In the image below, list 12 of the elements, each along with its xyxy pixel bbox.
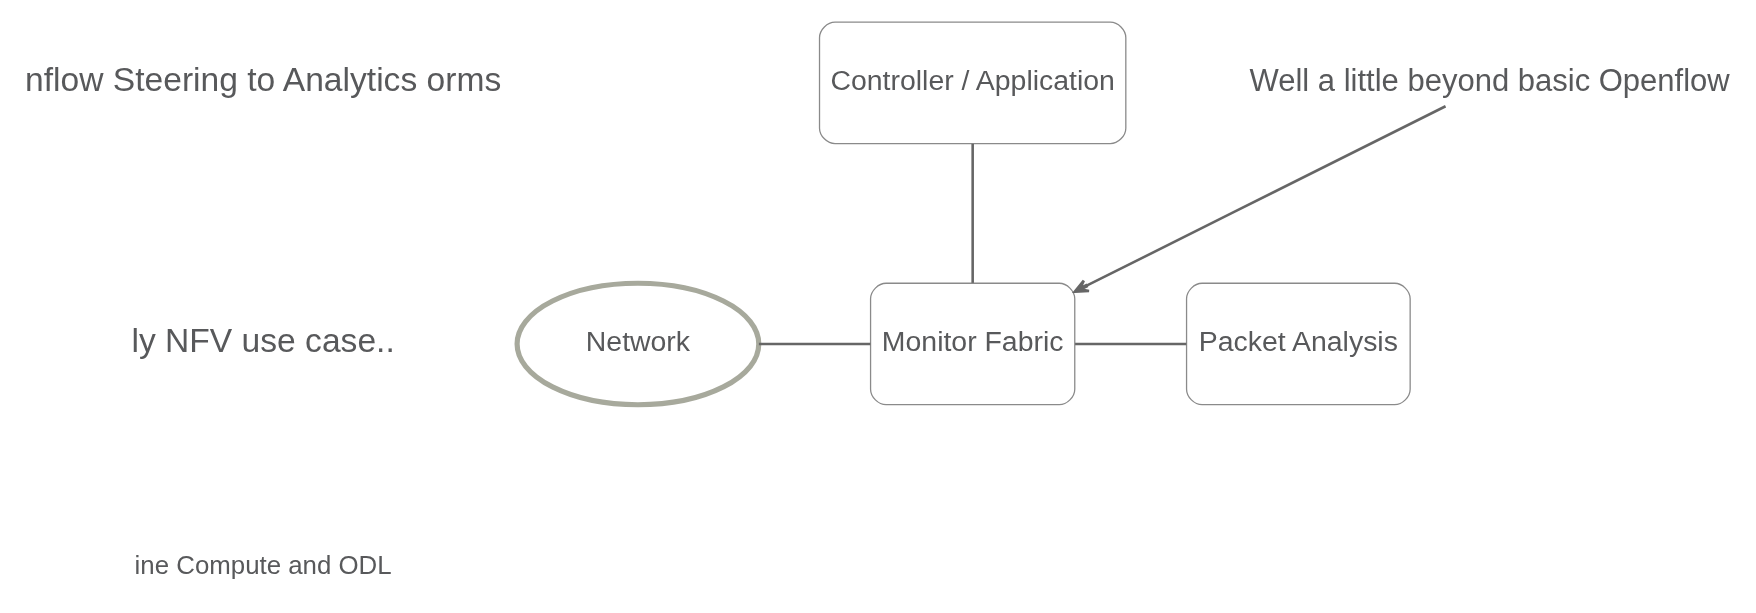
connector	[971, 143, 974, 283]
connector	[1075, 342, 1187, 346]
arrow	[1073, 105, 1447, 293]
node-text: Well a little beyond basic Openflow	[1249, 62, 1730, 98]
node-box: Monitor Fabric	[869, 282, 1076, 406]
node-ellipse: Network	[514, 280, 762, 408]
label: ly NFV use case..	[131, 322, 395, 360]
connector	[758, 342, 871, 346]
node-box: Controller / Application	[818, 21, 1127, 145]
node-box: Packet Analysis	[1185, 282, 1411, 406]
label: ine Compute and ODL	[134, 551, 392, 580]
label: nflow Steering to Analytics orms	[25, 61, 502, 99]
